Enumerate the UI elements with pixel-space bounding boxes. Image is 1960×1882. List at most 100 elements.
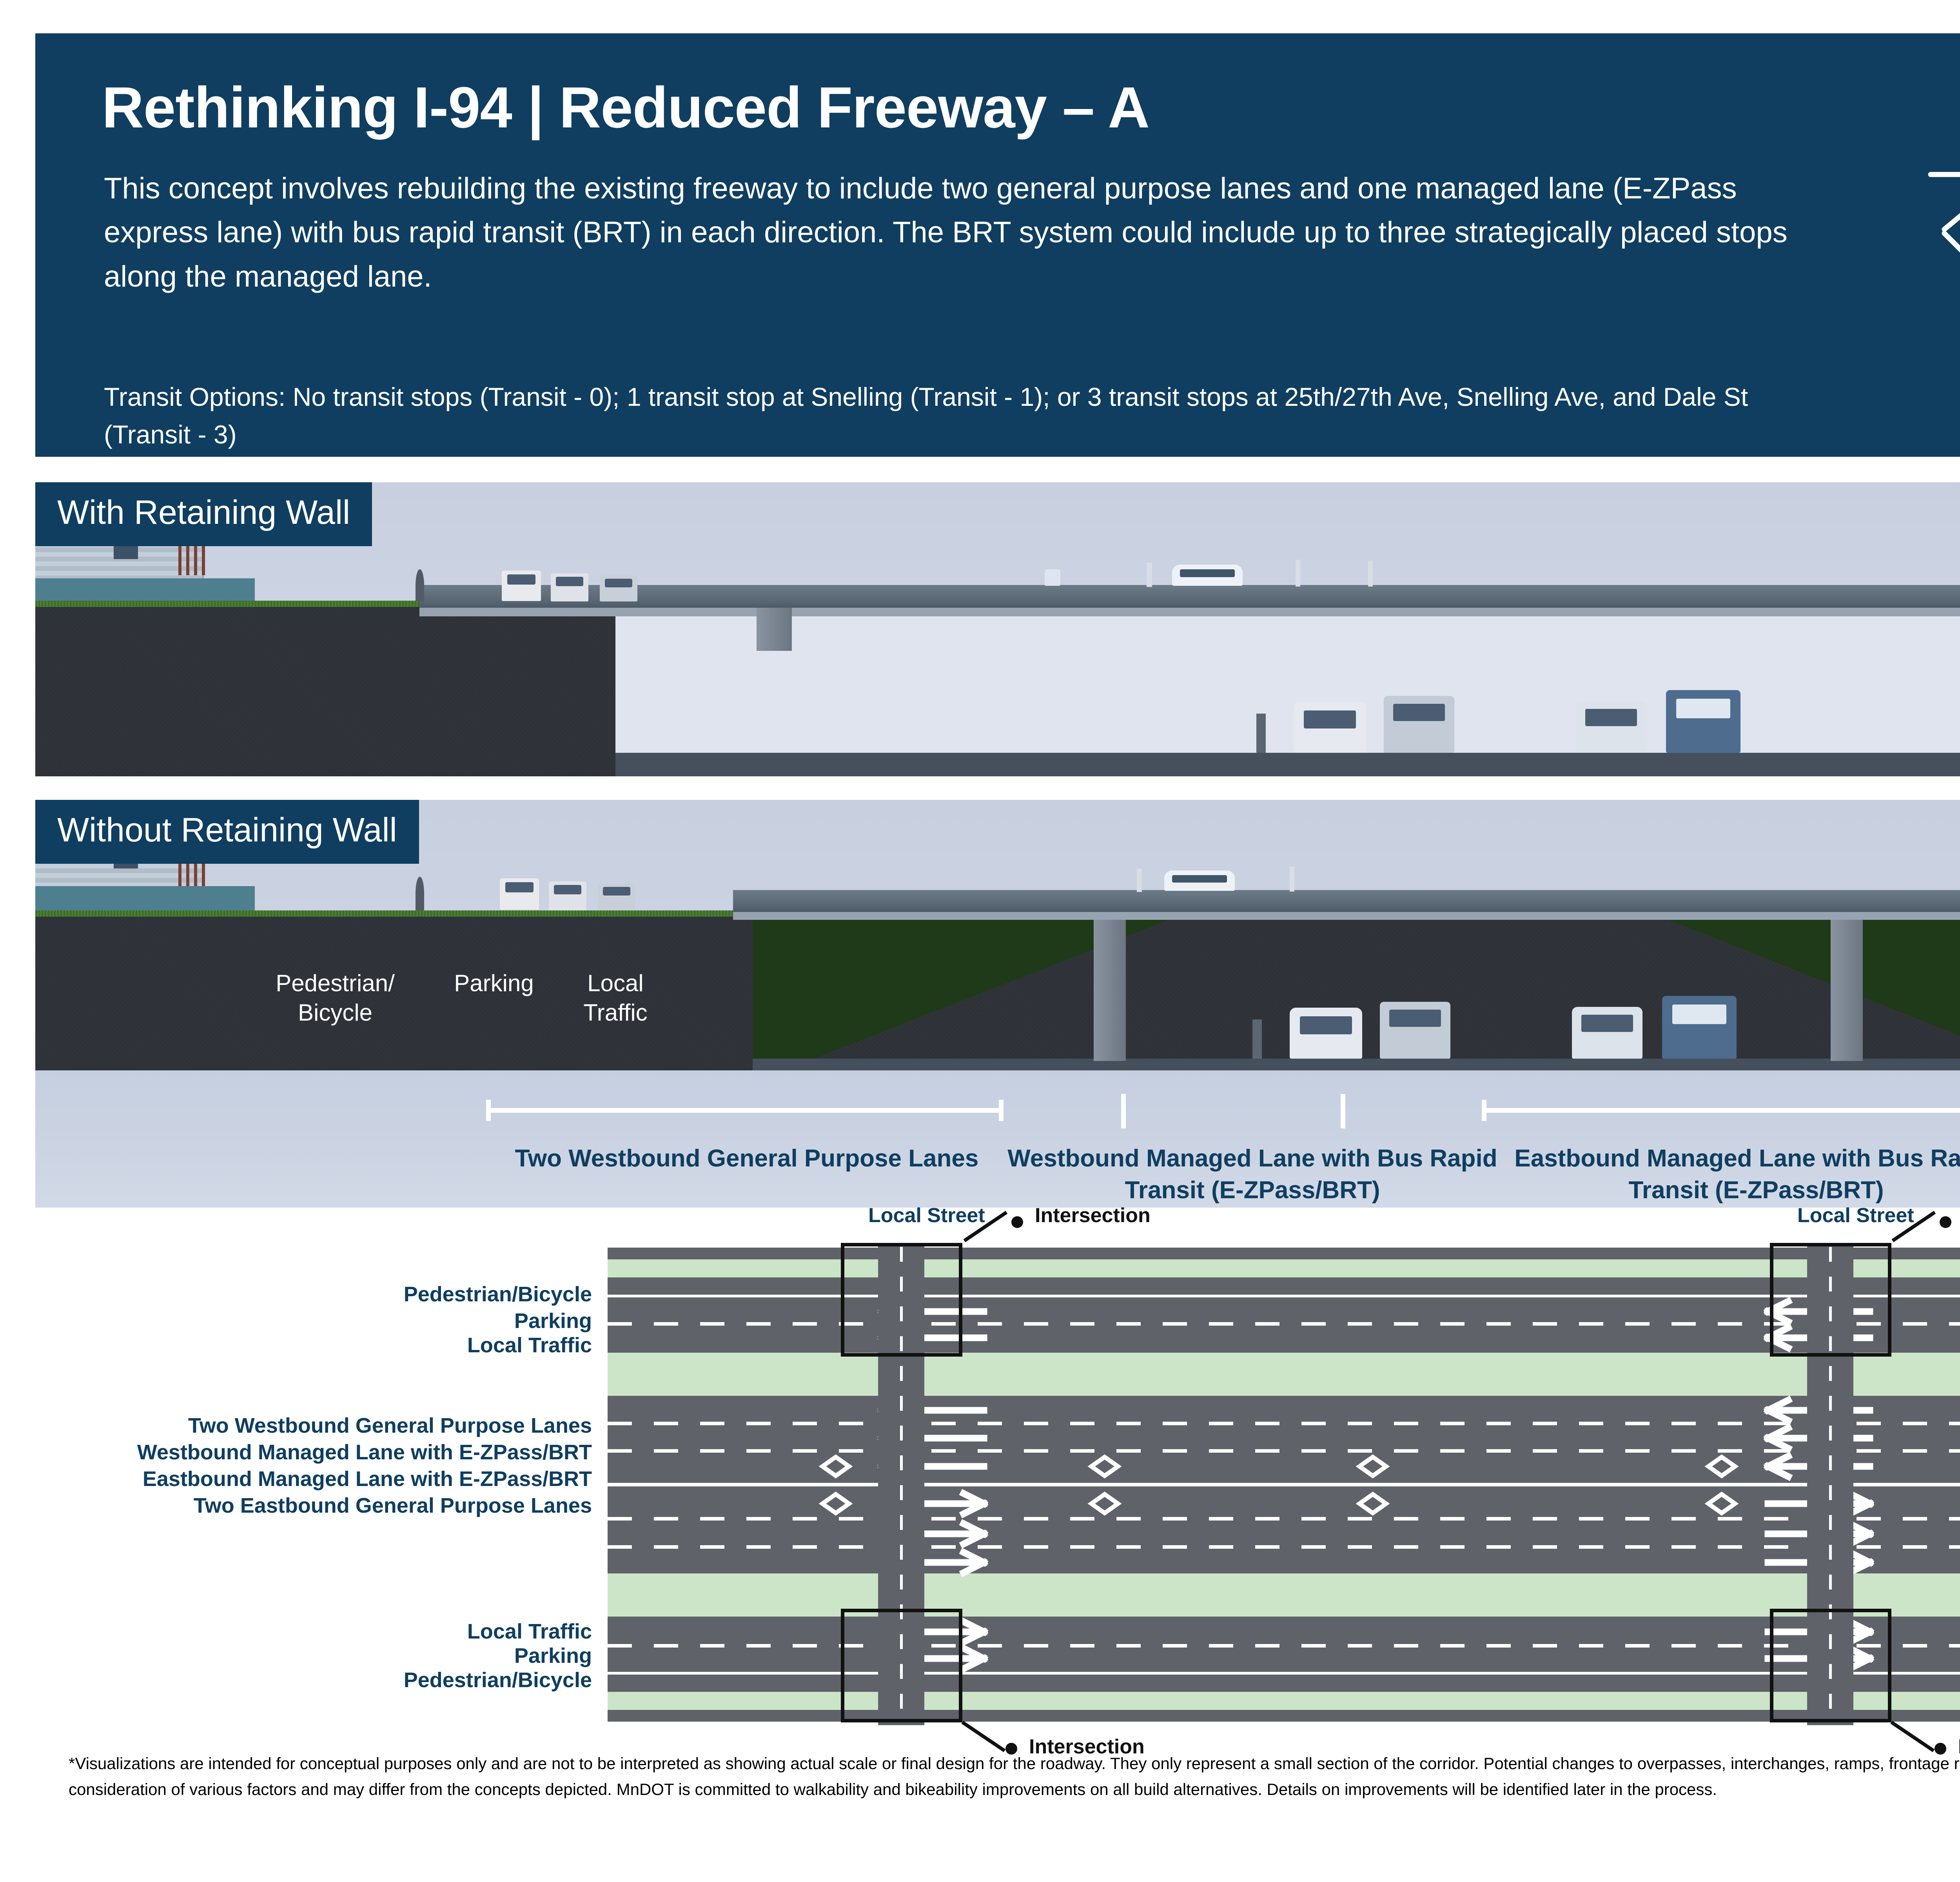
intersection-label-top-left: Intersection	[1035, 1204, 1151, 1227]
vehicle-top-b2	[549, 881, 586, 910]
bridge-soffit-a	[419, 608, 1960, 616]
header-panel: Rethinking I-94 | Reduced Freeway – A Th…	[35, 33, 1960, 457]
plan-label-left-ped-bike-bottom: Pedestrian/Bicycle	[403, 1668, 592, 1692]
intersection-box-top-left	[841, 1243, 962, 1357]
freeway-vehicle-a3	[1576, 701, 1646, 753]
bridge-pier-b2	[1831, 920, 1863, 1061]
header-transit-options: Transit Options: No transit stops (Trans…	[104, 382, 1748, 449]
plan-band-sidewalk-top	[608, 1248, 1960, 1259]
section-label-parking-left: Parking	[435, 968, 553, 998]
plan-label-left-local-traffic-top: Local Traffic	[467, 1333, 592, 1357]
plan-label-left-eb-managed: Eastbound Managed Lane with E-ZPass/BRT	[142, 1467, 592, 1491]
light-pole-a3	[1368, 561, 1373, 587]
local-street-label-right: Local Street	[1797, 1204, 1914, 1227]
callout-dot-bottom-right	[1935, 1743, 1946, 1755]
callout-dot-bottom-left	[1005, 1743, 1017, 1755]
plan-band-green-upper	[608, 1353, 1960, 1396]
callout-bracket-line-left	[486, 1108, 1004, 1113]
callout-tick-center-2	[1341, 1094, 1345, 1128]
freeway-vehicle-b1	[1290, 1008, 1362, 1059]
callout-bracket-cap-r1	[1482, 1100, 1486, 1121]
bridge-pier-b1	[1094, 920, 1126, 1061]
vehicle-top-b3	[598, 884, 635, 910]
visualization-with-retaining-wall: With Retaining Wall	[35, 482, 1960, 776]
callout-bracket-line-right	[1482, 1108, 1960, 1113]
intersection-box-bottom-right	[1770, 1609, 1891, 1722]
pedestrian-a1	[416, 569, 424, 601]
callout-leader-bottom-right	[1890, 1720, 1935, 1752]
bridge-deck-b	[733, 890, 1960, 912]
bicyclist-b	[1252, 1019, 1262, 1059]
local-street-label-left: Local Street	[868, 1204, 985, 1227]
freeway-vehicle-b3	[1572, 1007, 1642, 1059]
vehicle-top-b1	[500, 878, 539, 910]
section-label-text: Parking	[454, 970, 534, 996]
panel-label-without-retaining-wall: Without Retaining Wall	[35, 800, 419, 864]
callout-bracket-cap-l2	[999, 1100, 1004, 1121]
plan-label-left-local-traffic-bottom: Local Traffic	[467, 1620, 592, 1643]
plan-label-left-parking-bottom: Parking	[514, 1644, 592, 1668]
cross-street-right-centerline	[1829, 1247, 1832, 1723]
plan-band-boulevard-bottom	[608, 1692, 1960, 1710]
light-pole-b1	[1137, 868, 1142, 892]
pedestrian-b1	[416, 877, 424, 910]
intersection-label-bottom-right: Intersection	[1958, 1735, 1960, 1758]
vehicle-top-a2	[551, 573, 588, 601]
light-pole-a1	[1147, 563, 1152, 587]
plan-band-parking-bottom	[608, 1675, 1960, 1692]
bridge-pier-a1	[757, 608, 792, 651]
cross-street-left-centerline	[900, 1247, 903, 1723]
intersection-box-bottom-left	[841, 1609, 962, 1722]
plan-arrows-overlay	[608, 1231, 1960, 1725]
grass-left-b	[35, 910, 753, 917]
section-label-text: Local Traffic	[583, 970, 648, 1026]
header-description: This concept involves rebuilding the exi…	[104, 172, 1788, 293]
bridge-deck-a	[419, 585, 1960, 608]
footnote-disclaimer: *Visualizations are intended for concept…	[69, 1754, 1960, 1799]
plan-band-sidewalk-bottom	[608, 1710, 1960, 1722]
plan-band-parking-top	[608, 1277, 1960, 1295]
light-pole-b2	[1290, 867, 1294, 892]
plan-label-left-wb-general: Two Westbound General Purpose Lanes	[188, 1414, 592, 1437]
bus-deck-b	[1164, 870, 1235, 891]
plan-band-local-traffic-top	[608, 1295, 1960, 1353]
house-base	[35, 578, 255, 602]
plan-median-divider	[608, 1483, 1960, 1486]
plan-label-left-wb-managed: Westbound Managed Lane with E-ZPass/BRT	[137, 1441, 592, 1464]
callout-text-wb-managed: Westbound Managed Lane with Bus Rapid Tr…	[1007, 1145, 1497, 1204]
section-callout-strip: Two Westbound General Purpose Lanes West…	[35, 1070, 1960, 1208]
bridge-soffit-b	[733, 912, 1960, 920]
freeway-vehicle-b2	[1380, 1002, 1450, 1059]
porch-railing	[178, 543, 207, 575]
plan-view-diagram: Local Street Intersection Local Street I…	[0, 1204, 1960, 1758]
plan-label-left-eb-general: Two Eastbound General Purpose Lanes	[193, 1494, 592, 1517]
callout-bracket-cap-l1	[486, 1100, 491, 1121]
freeway-roadbed-a	[615, 753, 1960, 776]
intersection-label-bottom-left: Intersection	[1029, 1735, 1145, 1758]
plan-label-left-parking-top: Parking	[514, 1309, 592, 1333]
callout-tick-center-1	[1121, 1094, 1126, 1128]
page-title: Rethinking I-94 | Reduced Freeway – A	[102, 75, 1150, 140]
light-pole-a2	[1296, 560, 1300, 587]
callout-dot-top-left	[1011, 1216, 1023, 1228]
vehicle-deck-a1	[1045, 569, 1060, 586]
plan-band-green-lower	[608, 1573, 1960, 1617]
section-label-text: Pedestrian/ Bicycle	[276, 970, 395, 1026]
bicyclist-a	[1256, 714, 1266, 753]
section-label-ped-bike-left: Pedestrian/ Bicycle	[270, 968, 400, 1027]
freeway-bus-b	[1662, 996, 1737, 1059]
section-label-local-traffic-left: Local Traffic	[561, 968, 670, 1027]
callout-leader-bottom-left	[961, 1720, 1006, 1752]
freeway-vehicle-a2	[1384, 696, 1454, 753]
vehicle-top-a3	[600, 576, 637, 601]
plan-band-local-traffic-bottom	[608, 1617, 1960, 1675]
freeway-bus-a	[1666, 690, 1740, 753]
intersection-box-top-right	[1770, 1243, 1891, 1357]
bus-deck-a	[1172, 565, 1243, 586]
freeway-vehicle-a1	[1294, 702, 1366, 753]
panel-label-with-retaining-wall: With Retaining Wall	[35, 482, 372, 546]
plan-label-left-ped-bike-top: Pedestrian/Bicycle	[403, 1283, 592, 1306]
house-base-b	[35, 886, 255, 910]
callout-text-wb-general: Two Westbound General Purpose Lanes	[515, 1145, 979, 1172]
callout-dot-top-right	[1940, 1216, 1951, 1228]
